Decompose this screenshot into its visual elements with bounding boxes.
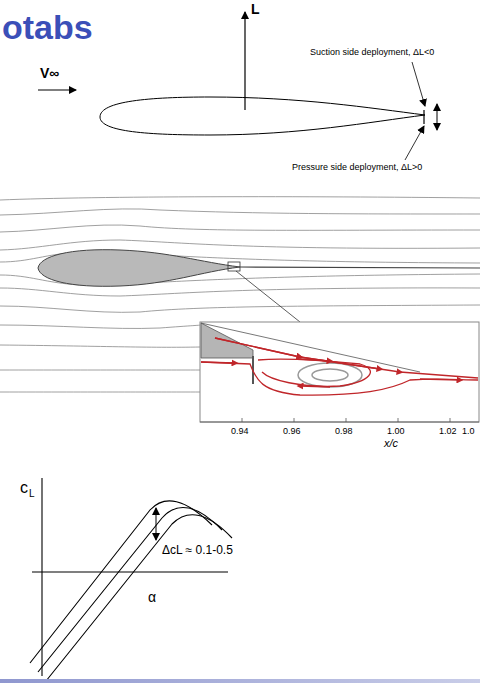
axis-label: α: [148, 590, 156, 604]
annotation: Suction side deployment, ΔL<0: [310, 48, 434, 57]
axis-tick: 1.02: [439, 427, 457, 436]
axis-tick: 0.96: [283, 427, 301, 436]
slide-title: otabs: [2, 8, 93, 47]
axis-tick: 1.0: [462, 427, 475, 436]
freestream-label: V∞: [40, 66, 59, 80]
annotation: ΔcL ≈ 0.1-0.5: [162, 544, 233, 556]
axis-tick: 0.98: [335, 427, 353, 436]
axis-label: c: [20, 480, 28, 496]
axis-label: x/c: [384, 438, 398, 449]
force-label: L: [251, 2, 260, 16]
axis-subscript: L: [29, 489, 35, 499]
axis-tick: 1.00: [387, 427, 405, 436]
axis-tick: 0.94: [231, 427, 249, 436]
annotation: Pressure side deployment, ΔL>0: [292, 163, 422, 172]
